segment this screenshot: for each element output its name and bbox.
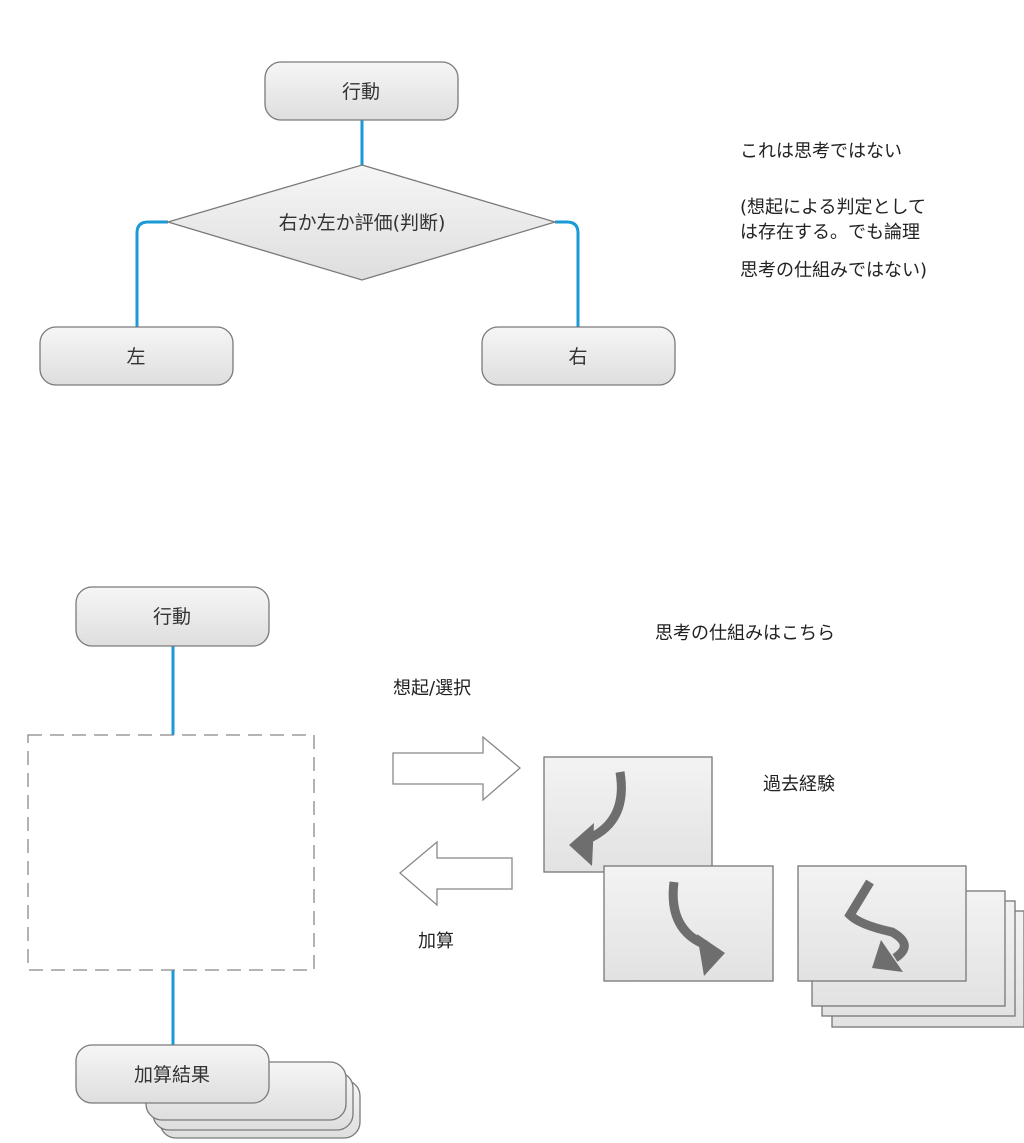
note-title: これは思考ではない [740, 141, 902, 162]
decision-node: 右か左か評価(判断) [165, 164, 558, 281]
curved-arrow-down-left-icon [587, 771, 626, 843]
right-node: 右 [481, 326, 676, 386]
add-label: 加算 [418, 931, 454, 952]
mechanism-heading: 思考の仕組みはこちら [655, 623, 835, 644]
top-flow: 行動 右か左か評価(判断) 左 右 これは思考ではない (想起による判定として … [39, 61, 927, 386]
process-placeholder [27, 734, 315, 971]
note-line: 思考の仕組みではない) [740, 260, 927, 281]
experience-card [603, 865, 774, 982]
bottom-flow: 行動 加算結果 思考の仕組みはこちら 想起/選択 加算 過去経験 [27, 586, 1024, 1139]
hollow-arrow-right-icon [392, 735, 522, 802]
decision-label: 右か左か評価(判断) [279, 212, 446, 234]
result-stack: 加算結果 [75, 1044, 361, 1139]
right-label: 右 [568, 346, 587, 368]
connector-decision-left [135, 220, 168, 327]
zigzag-arrow-down-icon [844, 879, 909, 962]
recall-label: 想起/選択 [393, 678, 471, 699]
note-line: (想起による判定として [740, 197, 926, 218]
left-label: 左 [126, 346, 145, 368]
action-node: 行動 [264, 61, 459, 121]
hollow-arrow-left-icon [398, 840, 513, 907]
experience-card-stack [797, 865, 1024, 1028]
experience-label: 過去経験 [763, 774, 835, 795]
experience-card [543, 756, 713, 873]
action-label: 行動 [342, 81, 380, 103]
note-line: は存在する。でも論理 [740, 222, 920, 243]
action-label: 行動 [153, 606, 191, 628]
action-node: 行動 [75, 586, 270, 647]
connector-decision-right [555, 220, 580, 327]
left-node: 左 [39, 326, 234, 386]
result-label: 加算結果 [134, 1064, 210, 1086]
